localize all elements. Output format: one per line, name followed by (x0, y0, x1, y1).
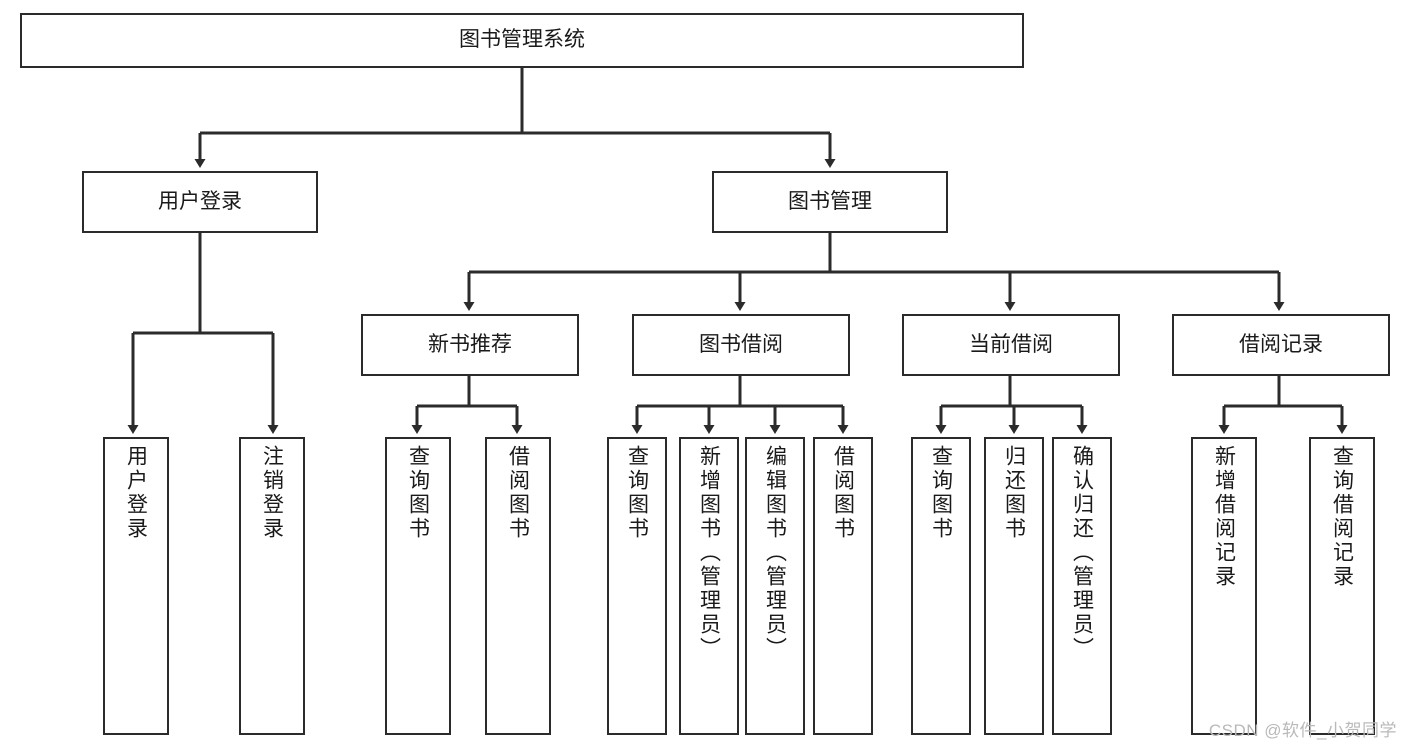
leaf-add-book-admin-label: 新增图书（管理员） (697, 445, 721, 661)
leaf-add-borrow-record-label: 新增借阅记录 (1212, 445, 1236, 589)
node-book-management[interactable]: 图书管理 (712, 171, 948, 233)
leaf-return-book[interactable]: 归还图书 (984, 437, 1044, 735)
leaf-logout[interactable]: 注销登录 (239, 437, 305, 735)
node-new-book-recommend-label: 新书推荐 (428, 332, 512, 356)
node-current-borrow[interactable]: 当前借阅 (902, 314, 1120, 376)
leaf-query-book-borrow-label: 查询图书 (625, 445, 649, 541)
node-root-label: 图书管理系统 (459, 28, 585, 52)
leaf-borrow-book[interactable]: 借阅图书 (813, 437, 873, 735)
leaf-query-book-current-label: 查询图书 (929, 445, 953, 541)
node-book-borrow-label: 图书借阅 (699, 332, 783, 356)
leaf-edit-book-admin-label: 编辑图书（管理员） (763, 445, 787, 661)
node-user-login[interactable]: 用户登录 (82, 171, 318, 233)
leaf-borrow-book-recommend-label: 借阅图书 (506, 445, 530, 541)
leaf-query-book-recommend-label: 查询图书 (406, 445, 430, 541)
node-current-borrow-label: 当前借阅 (969, 332, 1053, 356)
leaf-confirm-return-admin-label: 确认归还（管理员） (1070, 445, 1094, 661)
leaf-confirm-return-admin[interactable]: 确认归还（管理员） (1052, 437, 1112, 735)
leaf-logout-label: 注销登录 (260, 445, 284, 541)
leaf-borrow-book-recommend[interactable]: 借阅图书 (485, 437, 551, 735)
leaf-query-book-current[interactable]: 查询图书 (911, 437, 971, 735)
leaf-user-login[interactable]: 用户登录 (103, 437, 169, 735)
node-borrow-record[interactable]: 借阅记录 (1172, 314, 1390, 376)
node-borrow-record-label: 借阅记录 (1239, 332, 1323, 356)
node-user-login-label: 用户登录 (158, 189, 242, 213)
node-book-management-label: 图书管理 (788, 189, 872, 213)
node-new-book-recommend[interactable]: 新书推荐 (361, 314, 579, 376)
node-root[interactable]: 图书管理系统 (20, 13, 1024, 68)
leaf-return-book-label: 归还图书 (1002, 445, 1026, 541)
csdn-watermark: CSDN @软件_小贺同学 (1208, 721, 1397, 740)
leaf-edit-book-admin[interactable]: 编辑图书（管理员） (745, 437, 805, 735)
leaf-add-book-admin[interactable]: 新增图书（管理员） (679, 437, 739, 735)
node-book-borrow[interactable]: 图书借阅 (632, 314, 850, 376)
leaf-user-login-label: 用户登录 (124, 445, 148, 541)
leaf-add-borrow-record[interactable]: 新增借阅记录 (1191, 437, 1257, 735)
leaf-query-book-recommend[interactable]: 查询图书 (385, 437, 451, 735)
leaf-query-book-borrow[interactable]: 查询图书 (607, 437, 667, 735)
leaf-query-borrow-record-label: 查询借阅记录 (1330, 445, 1354, 589)
leaf-query-borrow-record[interactable]: 查询借阅记录 (1309, 437, 1375, 735)
leaf-borrow-book-label: 借阅图书 (831, 445, 855, 541)
